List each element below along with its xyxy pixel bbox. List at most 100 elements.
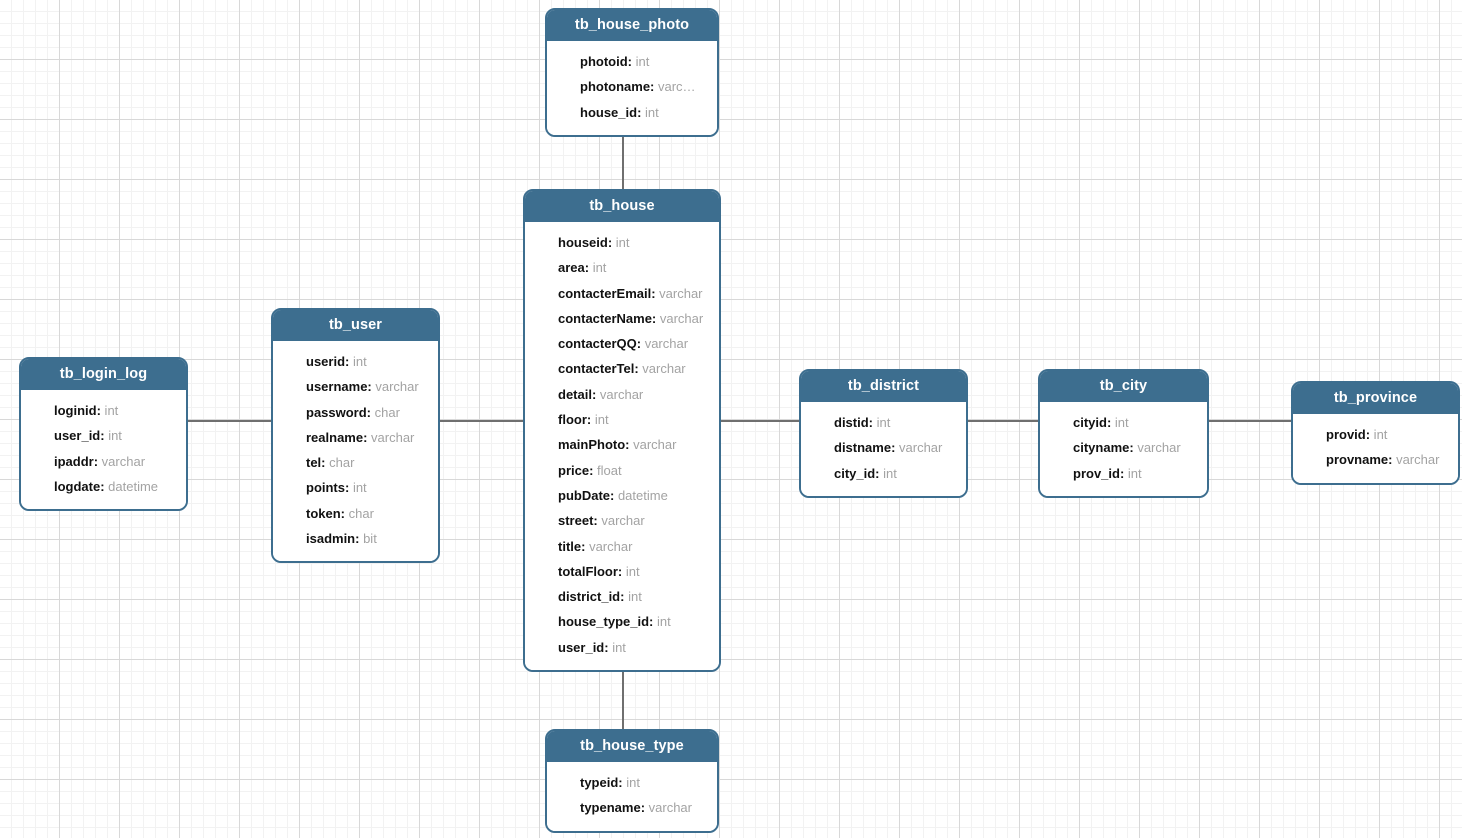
field-row[interactable]: area: int — [525, 255, 719, 280]
field-row[interactable]: pubDate: datetime — [525, 483, 719, 508]
field-row[interactable]: detail: varchar — [525, 382, 719, 407]
field-type: varchar — [655, 285, 703, 301]
field-name: house_id: — [580, 104, 642, 120]
field-type: varchar — [629, 437, 677, 453]
field-row[interactable]: city_id: int — [801, 461, 966, 486]
field-row[interactable]: photoname: varc… — [547, 74, 717, 99]
field-row[interactable]: isadmin: bit — [273, 526, 438, 551]
field-row[interactable]: mainPhoto: varchar — [525, 432, 719, 457]
field-name: contacterEmail: — [558, 285, 656, 301]
field-type: int — [631, 54, 650, 69]
field-name: distid: — [834, 415, 873, 430]
field-row[interactable]: district_id: int — [525, 584, 719, 609]
field-row[interactable]: house_type_id: int — [525, 609, 719, 634]
field-name: pubDate: — [558, 487, 615, 503]
field-name: contacterQQ: — [558, 336, 642, 352]
field-type: int — [653, 614, 671, 630]
field-row[interactable]: tel: char — [273, 450, 438, 475]
relationship-tb_house-to-tb_house_type[interactable] — [622, 665, 624, 730]
field-name: typename: — [580, 800, 646, 816]
field-row[interactable]: prov_id: int — [1040, 461, 1207, 486]
relationship-tb_house-to-tb_district[interactable] — [720, 420, 801, 422]
field-row[interactable]: contacterQQ: varchar — [525, 331, 719, 356]
field-row[interactable]: provid: int — [1293, 422, 1458, 447]
relationship-tb_user-to-tb_house[interactable] — [439, 420, 525, 422]
field-row[interactable]: cityname: varchar — [1040, 435, 1207, 460]
relationship-tb_city-to-tb_province[interactable] — [1207, 420, 1293, 422]
field-row[interactable]: street: varchar — [525, 508, 719, 533]
field-type: varchar — [656, 310, 704, 326]
field-name: houseid: — [558, 235, 613, 250]
field-type: varchar — [367, 429, 415, 445]
field-row[interactable]: logdate: datetime — [21, 474, 186, 499]
field-row[interactable]: userid: int — [273, 349, 438, 374]
field-row[interactable]: realname: varchar — [273, 425, 438, 450]
canvas-right-gutter — [1462, 0, 1470, 838]
field-row[interactable]: price: float — [525, 458, 719, 483]
field-type: varchar — [597, 513, 645, 529]
field-row[interactable]: typeid: int — [547, 770, 717, 795]
entity-title-tb_city: tb_city — [1040, 371, 1207, 402]
field-row[interactable]: password: char — [273, 400, 438, 425]
field-row[interactable]: contacterEmail: varchar — [525, 281, 719, 306]
field-type: int — [104, 428, 122, 444]
field-row[interactable]: contacterTel: varchar — [525, 356, 719, 381]
field-row[interactable]: user_id: int — [21, 423, 186, 448]
field-type: float — [593, 462, 622, 478]
field-name: cityname: — [1073, 440, 1134, 456]
field-row[interactable]: totalFloor: int — [525, 559, 719, 584]
field-name: floor: — [558, 412, 592, 428]
field-row[interactable]: floor: int — [525, 407, 719, 432]
entity-title-tb_house_type: tb_house_type — [547, 731, 717, 762]
field-type: int — [591, 412, 609, 428]
field-type: varchar — [638, 361, 686, 377]
field-name: distname: — [834, 440, 896, 456]
field-type: varchar — [585, 538, 633, 554]
field-row[interactable]: user_id: int — [525, 635, 719, 660]
field-type: varchar — [1392, 452, 1440, 468]
field-row[interactable]: house_id: int — [547, 100, 717, 125]
relationship-tb_house_photo-to-tb_house[interactable] — [622, 129, 624, 190]
field-row[interactable]: loginid: int — [21, 398, 186, 423]
field-name: typeid: — [580, 775, 623, 790]
field-row[interactable]: contacterName: varchar — [525, 306, 719, 331]
field-row[interactable]: distid: int — [801, 410, 966, 435]
field-name: mainPhoto: — [558, 437, 630, 453]
field-type: int — [1124, 465, 1142, 481]
relationship-tb_district-to-tb_city[interactable] — [966, 420, 1040, 422]
field-type: int — [622, 775, 640, 790]
field-row[interactable]: typename: varchar — [547, 795, 717, 820]
field-row[interactable]: token: char — [273, 501, 438, 526]
field-row[interactable]: username: varchar — [273, 374, 438, 399]
entity-title-tb_house: tb_house — [525, 191, 719, 222]
field-type: varchar — [895, 440, 943, 456]
field-type: int — [612, 235, 630, 250]
field-row[interactable]: ipaddr: varchar — [21, 449, 186, 474]
field-row[interactable]: points: int — [273, 475, 438, 500]
field-row[interactable]: provname: varchar — [1293, 447, 1458, 472]
field-row[interactable]: distname: varchar — [801, 435, 966, 460]
field-row[interactable]: title: varchar — [525, 534, 719, 559]
field-row[interactable]: cityid: int — [1040, 410, 1207, 435]
field-name: loginid: — [54, 403, 101, 418]
field-row[interactable]: photoid: int — [547, 49, 717, 74]
field-row[interactable]: houseid: int — [525, 230, 719, 255]
relationship-tb_login_log-to-tb_user[interactable] — [187, 420, 273, 422]
entity-title-tb_user: tb_user — [273, 310, 438, 341]
